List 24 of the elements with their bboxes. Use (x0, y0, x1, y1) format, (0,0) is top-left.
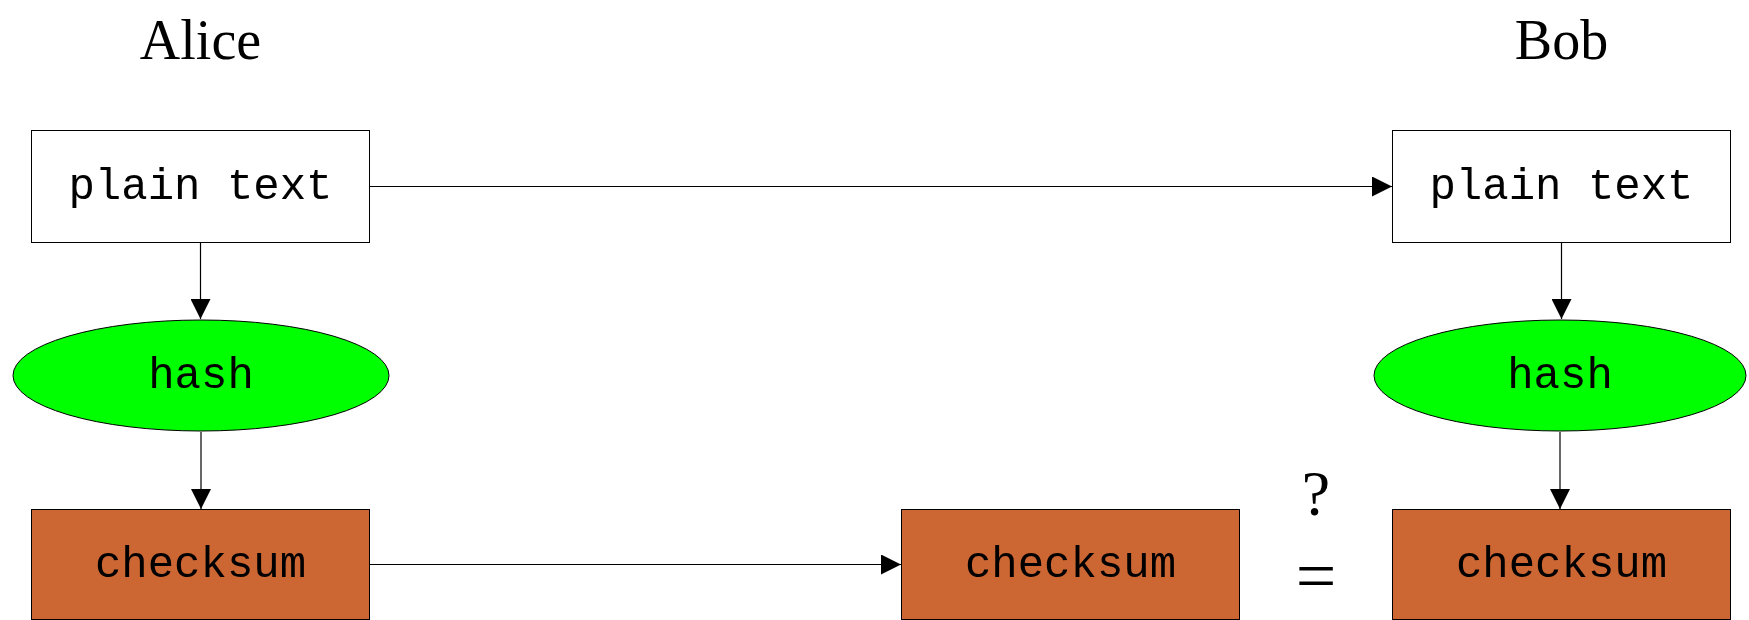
hash-ellipse (1373, 319, 1747, 432)
equals-sign: = (1295, 540, 1337, 612)
hash-ellipse (12, 319, 390, 432)
checksum-box (31, 509, 370, 620)
checksum-box (901, 509, 1240, 620)
node-label: plain text (68, 161, 333, 212)
node-label: hash (1507, 350, 1613, 401)
arrow (1550, 431, 1570, 510)
arrow (191, 431, 211, 510)
node-label: checksum (964, 539, 1177, 590)
checksum-box (1392, 509, 1731, 620)
arrow (190, 242, 211, 320)
arrow (1551, 242, 1572, 320)
text-box (1392, 130, 1731, 243)
arrow (369, 554, 902, 575)
node-label: plain text (1429, 161, 1694, 212)
question-mark: ? (1301, 462, 1331, 526)
text-box (31, 130, 370, 243)
arrow (369, 176, 1393, 197)
party-name: Bob (1514, 8, 1609, 72)
node-label: checksum (1455, 539, 1668, 590)
party-name: Alice (139, 8, 262, 72)
node-label: hash (148, 350, 254, 401)
node-label: checksum (94, 539, 307, 590)
